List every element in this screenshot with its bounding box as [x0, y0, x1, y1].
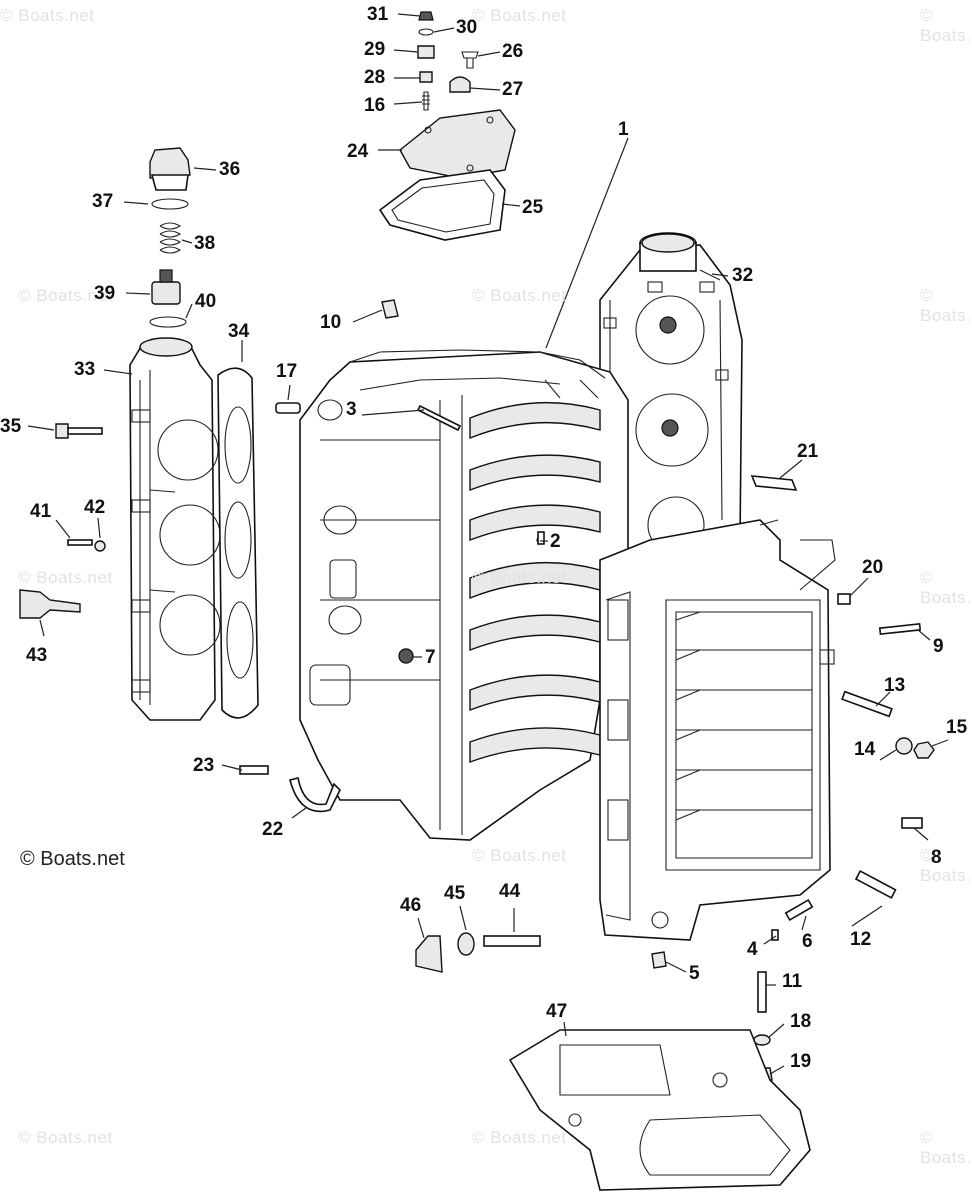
callout-38[interactable]: 38: [194, 233, 216, 254]
watermark: © Boats.net: [18, 568, 113, 587]
callout-15[interactable]: 15: [946, 717, 968, 738]
watermark: © Boats.net: [0, 6, 95, 25]
callout-17[interactable]: 17: [276, 361, 298, 382]
callout-2[interactable]: 2: [550, 531, 561, 552]
callout-12[interactable]: 12: [850, 929, 872, 950]
callout-14[interactable]: 14: [854, 739, 876, 760]
callout-1[interactable]: 1: [618, 119, 629, 140]
cylinder-block: [299, 349, 629, 841]
callout-30[interactable]: 30: [456, 17, 478, 38]
callout-4[interactable]: 4: [747, 939, 758, 960]
watermark: © Boats.net: [472, 6, 567, 25]
callout-29[interactable]: 29: [364, 39, 386, 60]
callout-32[interactable]: 32: [732, 265, 754, 286]
main-bearing-arcs: [469, 401, 601, 764]
callout-42[interactable]: 42: [84, 497, 106, 518]
callout-11[interactable]: 11: [782, 971, 803, 992]
callout-25[interactable]: 25: [522, 197, 544, 218]
cylinder-head-left: [129, 337, 221, 721]
watermark: © Boats.net: [920, 1128, 972, 1167]
watermark: © Boats.net: [18, 286, 113, 305]
cylinder-head-right: [599, 232, 743, 561]
callout-6[interactable]: 6: [802, 931, 813, 952]
callout-8[interactable]: 8: [931, 847, 942, 868]
crankcase-cover: [599, 519, 836, 941]
callout-40[interactable]: 40: [195, 291, 217, 312]
callout-34[interactable]: 34: [228, 321, 250, 342]
watermark: © Boats.net: [472, 286, 567, 305]
callout-45[interactable]: 45: [444, 883, 466, 904]
callout-16[interactable]: 16: [364, 95, 386, 116]
callout-22[interactable]: 22: [262, 819, 284, 840]
watermark: © Boats.net: [920, 6, 972, 45]
callout-44[interactable]: 44: [499, 881, 521, 902]
watermark: © Boats.net: [920, 286, 972, 325]
callout-28[interactable]: 28: [364, 67, 386, 88]
head-gasket: [217, 367, 259, 719]
callout-23[interactable]: 23: [193, 755, 215, 776]
callout-3[interactable]: 3: [346, 399, 357, 420]
copyright-notice: © Boats.net: [20, 848, 125, 870]
callout-24[interactable]: 24: [347, 141, 369, 162]
callout-37[interactable]: 37: [92, 191, 114, 212]
watermark: © Boats.net: [920, 846, 972, 885]
callout-33[interactable]: 33: [74, 359, 96, 380]
callout-20[interactable]: 20: [862, 557, 884, 578]
callout-43[interactable]: 43: [26, 645, 48, 666]
callout-27[interactable]: 27: [502, 79, 524, 100]
callout-31[interactable]: 31: [367, 4, 389, 25]
callout-7[interactable]: 7: [425, 647, 436, 668]
watermark: © Boats.net: [18, 1128, 113, 1147]
callout-21[interactable]: 21: [797, 441, 819, 462]
callout-36[interactable]: 36: [219, 159, 241, 180]
top-cover-and-gasket: [378, 109, 516, 241]
watermark: © Boats.net: [472, 568, 567, 587]
callout-47[interactable]: 47: [546, 1001, 568, 1022]
top-hardware: [417, 11, 479, 111]
callout-10[interactable]: 10: [320, 312, 342, 333]
callout-39[interactable]: 39: [94, 283, 116, 304]
watermark: © Boats.net: [920, 568, 972, 607]
callout-18[interactable]: 18: [790, 1011, 812, 1032]
watermark: © Boats.net: [472, 1128, 567, 1147]
adapter-gasket: [508, 1029, 811, 1191]
callout-41[interactable]: 41: [30, 501, 52, 522]
callout-5[interactable]: 5: [689, 963, 700, 984]
thermostat-assembly: [149, 147, 191, 328]
callout-9[interactable]: 9: [933, 636, 944, 657]
callout-26[interactable]: 26: [502, 41, 524, 62]
leader-lines: [27, 13, 949, 1075]
callout-35[interactable]: 35: [0, 416, 22, 437]
callout-13[interactable]: 13: [884, 675, 906, 696]
watermark: © Boats.net: [472, 846, 567, 865]
callout-19[interactable]: 19: [790, 1051, 812, 1072]
callout-46[interactable]: 46: [400, 895, 422, 916]
